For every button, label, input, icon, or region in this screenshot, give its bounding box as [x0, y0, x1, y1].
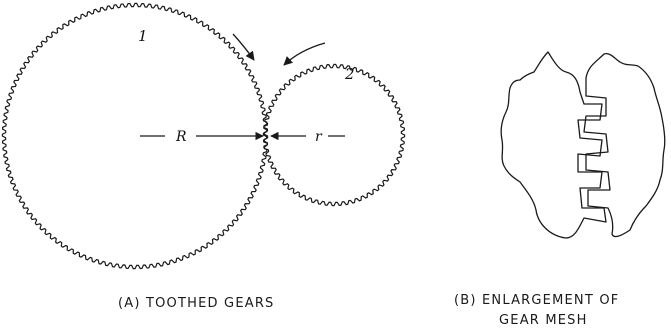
caption-a: (A) TOOTHED GEARS	[118, 296, 275, 311]
right-gear-teeth-outline	[583, 52, 666, 238]
caption-b-line1: (B) ENLARGEMENT OF	[454, 293, 619, 308]
gear-1-label: 1	[138, 27, 148, 45]
panel-b-gear-mesh: (B) ENLARGEMENT OF GEAR MESH	[454, 51, 666, 328]
gear-2-label: 2	[344, 65, 355, 83]
large-gear	[1, 2, 269, 270]
gear-2-rotation-arrow	[283, 42, 326, 66]
small-gear	[262, 63, 406, 207]
left-gear-teeth-outline	[500, 51, 607, 239]
radius-large-label: R	[175, 129, 187, 145]
caption-b-line2: GEAR MESH	[499, 313, 588, 328]
radius-small-label: r	[315, 129, 323, 145]
panel-a-toothed-gears: 1 2 R r (A) TOOTHED GEARS	[1, 2, 406, 311]
gear-1-rotation-arrow	[232, 33, 255, 61]
